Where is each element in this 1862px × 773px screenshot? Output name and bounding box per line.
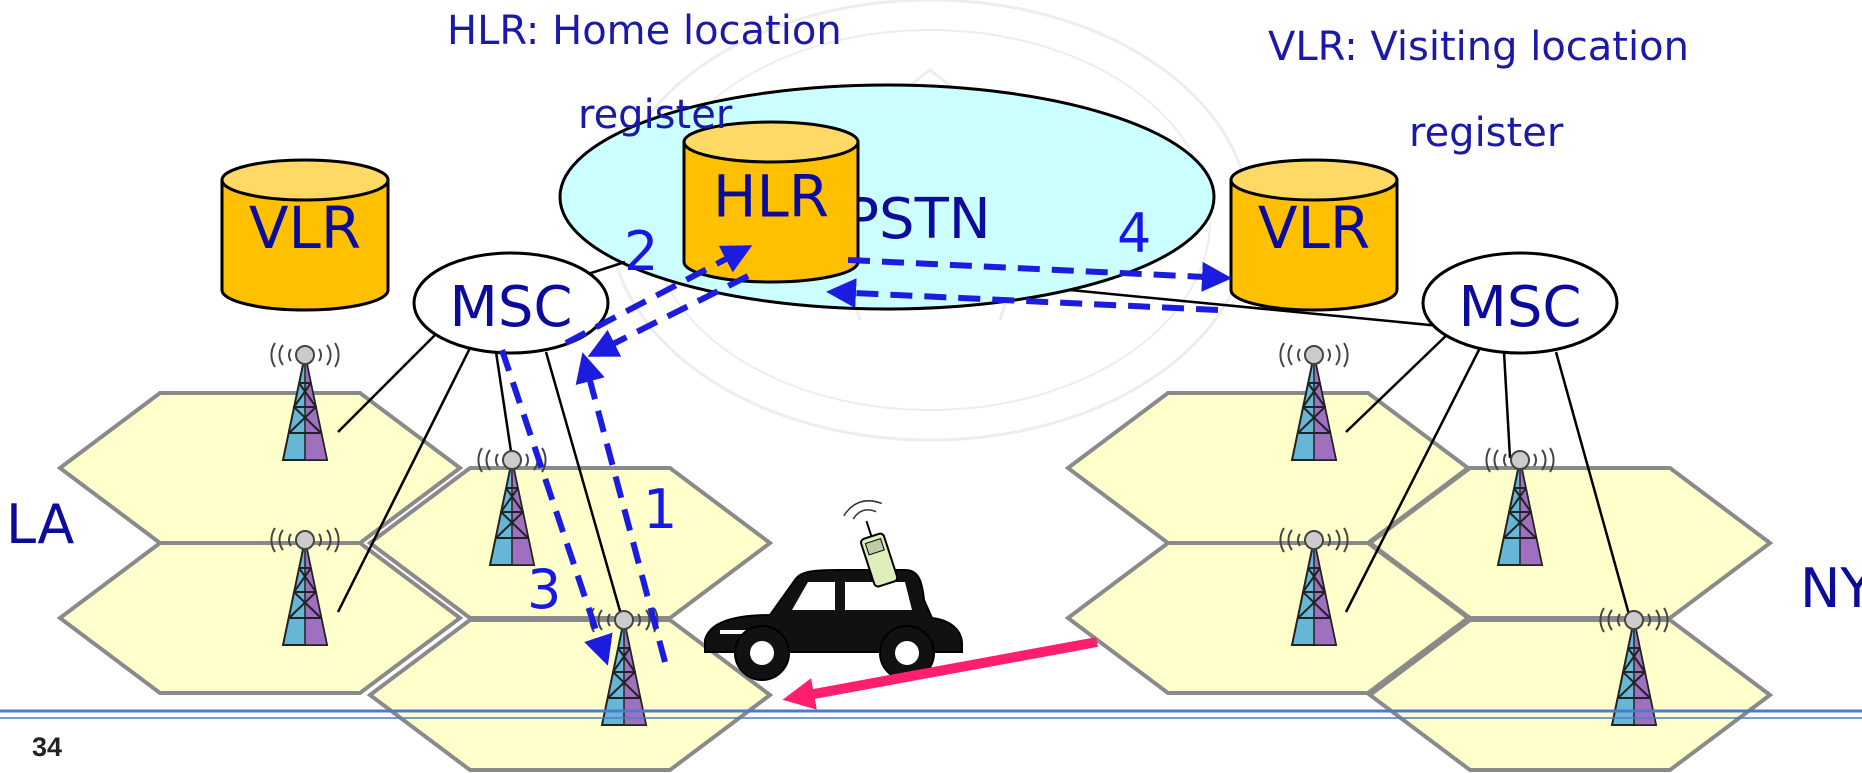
hlr-caption-line1: HLR: Home location <box>447 8 842 54</box>
signaling-arrows <box>499 245 1232 666</box>
cell-towers <box>270 342 1669 726</box>
cell-tower-icon <box>270 527 340 646</box>
msc-ny: MSC <box>1421 251 1619 355</box>
msc-tower-link <box>1502 351 1512 459</box>
cell-tower-icon <box>1599 607 1669 726</box>
hlr-caption-line2: register <box>578 92 733 138</box>
msc-ny-label: MSC <box>1459 275 1582 340</box>
msc-tower-link <box>544 351 624 619</box>
step-2-label: 2 <box>624 220 658 283</box>
step-2-arrow-up <box>564 245 753 346</box>
pstn-label: PSTN <box>845 187 990 252</box>
vlr-ny-database-label: VLR <box>1258 194 1370 262</box>
backbone-links <box>587 260 1441 328</box>
movement-arrow <box>782 637 1098 710</box>
step-3-label: 3 <box>527 558 561 621</box>
cell-tower-icon <box>1279 527 1349 646</box>
msc-tower-link <box>1344 335 1488 613</box>
step-4-arrow-right <box>847 257 1232 292</box>
cell-tower-icon <box>477 447 547 566</box>
step-4-label: 4 <box>1117 202 1151 265</box>
step-1-arrow <box>575 352 668 663</box>
hex-cell <box>366 618 774 772</box>
vlr-ny-database: VLR <box>1229 158 1399 312</box>
area-label-ny: NY <box>1800 557 1862 620</box>
databases: HLR VLR VLR <box>220 120 1399 312</box>
step-2-arrow-down <box>587 273 750 357</box>
cell-tower-icon <box>270 342 340 461</box>
step-3-arrow <box>499 349 613 666</box>
cell-coverage-grid <box>56 391 1774 772</box>
step-1-label: 1 <box>643 478 677 541</box>
vlr-caption-line1: VLR: Visiting location <box>1268 24 1689 70</box>
msc-la: MSC <box>412 251 610 355</box>
area-label-la: LA <box>6 493 74 556</box>
footer-rule <box>0 709 1862 719</box>
msc-tower-link <box>494 351 514 459</box>
msc-tower-link <box>336 335 478 613</box>
hlr-database: HLR <box>682 120 860 284</box>
cell-tower-icon <box>589 607 659 726</box>
page-number: 34 <box>32 732 62 762</box>
vlr-la-database-label: VLR <box>249 194 361 262</box>
step-4-arrow-left <box>826 278 1219 313</box>
msc-tower-link <box>1345 329 1453 433</box>
vlr-la-database: VLR <box>220 158 390 312</box>
cell-tower-icon <box>1279 342 1349 461</box>
hlr-database-label: HLR <box>713 162 829 230</box>
msc-tower-links <box>336 329 1632 619</box>
msc-tower-link <box>1554 351 1632 619</box>
hex-cell <box>56 541 464 695</box>
mobile-phone-icon <box>843 500 899 588</box>
vlr-caption-line2: register <box>1409 110 1564 156</box>
cell-tower-icon <box>1485 447 1555 566</box>
hex-cell <box>1366 618 1774 772</box>
car-icon <box>704 569 963 681</box>
msc-la-label: MSC <box>450 275 573 340</box>
msc-tower-link <box>337 329 441 433</box>
